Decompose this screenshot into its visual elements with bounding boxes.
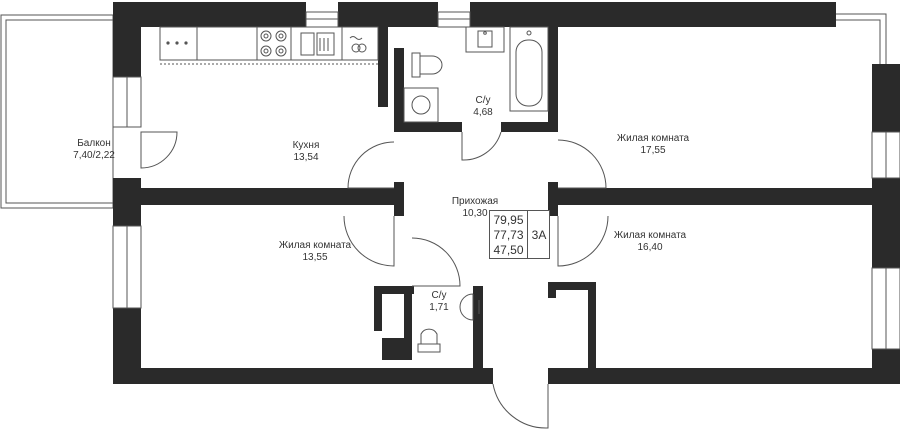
kitchen-name: Кухня [292,140,320,151]
apartment-type: 3А [531,227,547,242]
living-bottom-left-area: 13,55 [302,252,328,263]
walls [113,2,900,384]
kitchen-area: 13,54 [293,152,319,163]
bottom-toilet-icon [417,328,441,353]
door-swings [140,131,609,429]
hallway-label: Прихожая 10,30 [443,196,507,220]
area-values: 79,95 77,73 47,50 [490,211,528,258]
living-top-right-label: Жилая комната 17,55 [608,133,698,157]
washbasin-icon [465,26,505,53]
living-area: 47,50 [493,243,524,257]
living-bottom-left-name: Жилая комната [278,240,352,251]
bath-top-name: С/у [475,95,491,106]
bath-top-label: С/у 4,68 [465,95,501,119]
balcony-outline [0,14,114,209]
area-summary-box: 79,95 77,73 47,50 3А [489,210,550,259]
kitchen-counter [159,26,379,65]
bath-bottom-label: С/у 1,71 [422,290,456,314]
living-total-area: 77,73 [493,228,524,242]
living-top-right-name: Жилая комната [616,133,690,144]
hallway-name: Прихожая [451,196,499,207]
kitchen-label: Кухня 13,54 [276,140,336,164]
balcony-area: 7,40/2,22 [73,150,115,161]
living-bottom-right-area: 16,40 [637,242,663,253]
total-area: 79,95 [493,213,524,227]
bottom-washbasin-icon [459,293,480,321]
hallway-area: 10,30 [462,208,488,219]
bathtub-icon [509,26,549,112]
windows [112,11,900,350]
balcony-label: Балкон 7,40/2,22 [62,138,126,162]
living-top-right-area: 17,55 [640,145,666,156]
fridge-icon [166,41,188,45]
toilet-icon [411,52,443,78]
bath-bottom-area: 1,71 [429,302,449,313]
bath-bottom-name: С/у [431,290,447,301]
stove-icon [260,30,287,57]
washer-icon [349,36,367,53]
shower-tray-icon [403,87,439,123]
living-bottom-left-label: Жилая комната 13,55 [270,240,360,264]
kitchen-sink-icon [300,32,335,56]
balcony-name: Балкон [77,138,111,149]
living-bottom-right-label: Жилая комната 16,40 [605,230,695,254]
bath-top-area: 4,68 [473,107,493,118]
living-bottom-right-name: Жилая комната [613,230,687,241]
